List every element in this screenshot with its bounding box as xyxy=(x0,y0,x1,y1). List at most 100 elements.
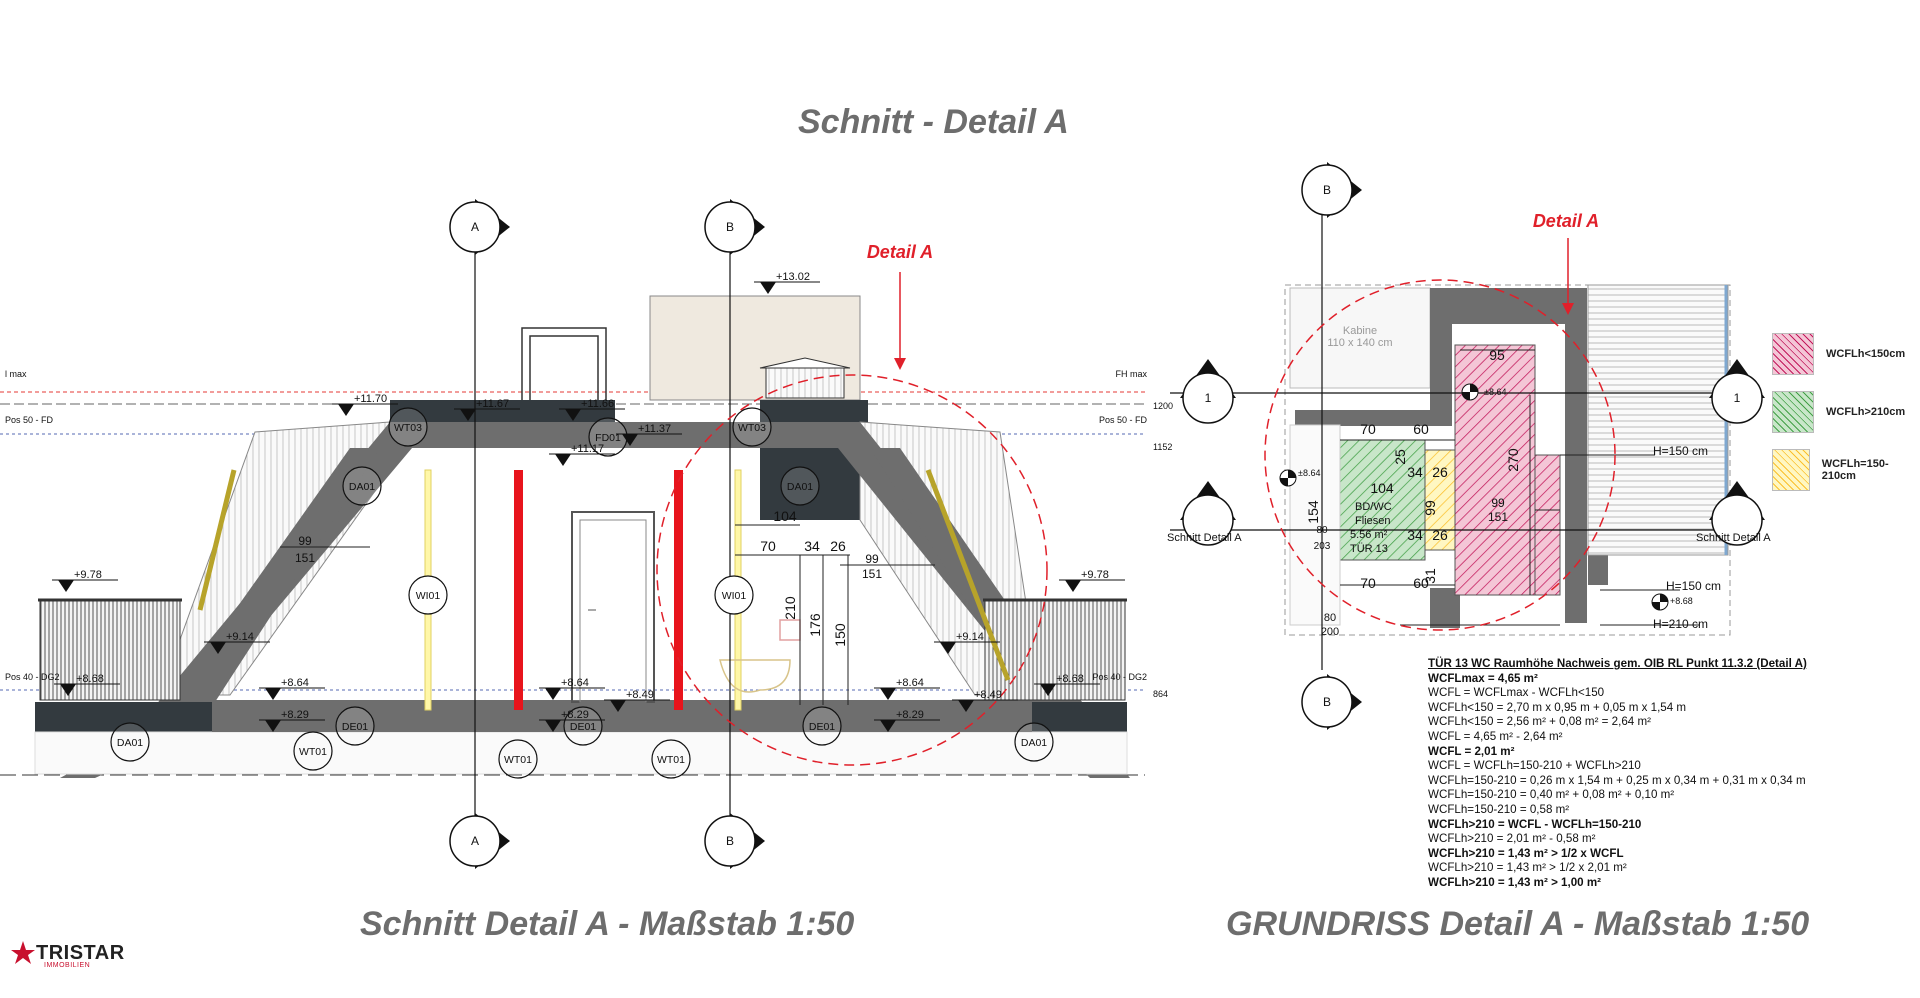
drawing-label: 154 xyxy=(1305,500,1321,524)
drawing-label: 25 xyxy=(1392,449,1408,465)
plan-drawing xyxy=(1170,175,1755,670)
drawing-label: ±8.64 xyxy=(1298,468,1320,478)
calc-line: WCFLh>210 = 1,43 m² > 1,00 m² xyxy=(1428,875,1602,889)
drawing-label: 26 xyxy=(830,538,846,554)
drawing-label: l max xyxy=(5,369,27,379)
axis-marker: B xyxy=(1301,162,1362,218)
element-tag: DA01 xyxy=(342,466,382,506)
level-label: +9.78 xyxy=(1081,569,1109,581)
drawing-label: 70 xyxy=(1360,421,1376,437)
legend-label: WCFLh=150-210cm xyxy=(1821,458,1889,482)
element-tag-label: DA01 xyxy=(787,481,813,493)
drawing-label: H=150 cm xyxy=(1666,579,1721,593)
level-label: +8.64 xyxy=(561,677,589,689)
drawing-label: 31 xyxy=(1422,568,1438,584)
star-icon xyxy=(11,941,35,964)
drawing-label: 151 xyxy=(295,551,315,565)
level-marker-plan xyxy=(1279,383,1669,611)
element-tag-label: DA01 xyxy=(349,481,375,493)
drawing-label: Kabine xyxy=(1343,325,1377,337)
calc-line: WCFL = 2,01 m² xyxy=(1428,744,1515,758)
plan-title: GRUNDRISS Detail A - Maßstab 1:50 xyxy=(1226,905,1810,943)
element-tag-label: DE01 xyxy=(342,721,368,733)
axis-marker-label: 1 xyxy=(1734,391,1741,405)
logo-subtitle: IMMOBILIEN xyxy=(44,962,91,969)
wall-red-2 xyxy=(674,470,683,710)
drawing-label: 70 xyxy=(1360,575,1376,591)
skylight-right xyxy=(925,469,1011,681)
axis-marker: B xyxy=(704,813,765,869)
element-tag: DE01 xyxy=(802,706,842,746)
axis-marker-label: 1 xyxy=(1205,391,1212,405)
level-marker: +8.64 xyxy=(259,677,325,700)
section-drawing xyxy=(0,225,1145,845)
drawing-label: Pos 40 - DG2 xyxy=(1092,672,1147,682)
level-marker: +11.37 xyxy=(616,423,682,446)
calc-line: WCFLh>210 = 1,43 m² > 1/2 x WCFL xyxy=(1428,846,1624,860)
door xyxy=(571,511,655,703)
drawing-label: 176 xyxy=(807,613,823,637)
level-marker: +11.17 xyxy=(549,443,615,466)
axis-marker: 1 xyxy=(1180,359,1236,424)
calc-line: WCFLh<150 = 2,70 m x 0,95 m + 0,05 m x 1… xyxy=(1428,700,1687,714)
drawing-label: 99 xyxy=(1491,496,1505,510)
element-tag: DE01 xyxy=(335,706,375,746)
calc-line: WCFLmax = 4,65 m² xyxy=(1428,671,1538,685)
element-tag-label: WT01 xyxy=(504,754,532,766)
section-title: Schnitt Detail A - Maßstab 1:50 xyxy=(360,905,855,943)
axis-marker xyxy=(1180,481,1236,546)
drawing-label: 151 xyxy=(862,567,882,581)
level-label: +8.49 xyxy=(974,689,1002,701)
legend-label: WCFLh>210cm xyxy=(1826,406,1906,418)
drawing-label: 99 xyxy=(865,552,879,566)
plan-dimensions xyxy=(1340,349,1700,626)
axis-marker: B xyxy=(704,199,765,255)
drawing-label: 99 xyxy=(298,534,312,548)
legend-item-below-150: WCFLh<150cm xyxy=(1772,325,1912,383)
drawing-label: 26 xyxy=(1432,464,1448,480)
calc-line: WCFLh<150 = 2,56 m² + 0,08 m² = 2,64 m² xyxy=(1428,715,1651,729)
element-tag: WT03 xyxy=(388,407,428,447)
element-tag: WT01 xyxy=(498,739,538,779)
level-marker: +8.68 xyxy=(1034,673,1100,696)
toilet xyxy=(719,619,801,693)
level-marker: +9.14 xyxy=(204,631,270,654)
axis-marker xyxy=(1709,481,1765,546)
element-tag: WT03 xyxy=(732,407,772,447)
section-dimensions xyxy=(280,524,935,705)
drawing-label: 34 xyxy=(1407,464,1423,480)
level-marker: +8.29 xyxy=(539,709,605,732)
area-h-below-150 xyxy=(1454,344,1536,596)
level-label: +8.49 xyxy=(626,689,654,701)
level-marker: +11.70 xyxy=(332,393,398,416)
level-label: +11.17 xyxy=(571,443,604,455)
element-tag: WI01 xyxy=(714,575,754,615)
drawing-label: 34 xyxy=(1407,527,1423,543)
axis-marker-label: A xyxy=(471,220,479,234)
level-label: +9.14 xyxy=(226,631,254,643)
drawing-label: Pos 50 - FD xyxy=(5,415,54,425)
plan-walls xyxy=(1295,288,1608,628)
axis-marker: A xyxy=(449,813,510,869)
calc-line: WCFLh>210 = 2,01 m² - 0,58 m² xyxy=(1428,832,1596,846)
drawing-label: 80 xyxy=(1316,525,1328,536)
level-marker: +9.78 xyxy=(52,569,118,592)
level-label: +8.64 xyxy=(896,677,924,689)
element-tag: DA01 xyxy=(1014,722,1054,762)
drawing-label: 60 xyxy=(1413,575,1429,591)
level-marker: +8.68 xyxy=(54,673,120,696)
drawing-label: 270 xyxy=(1505,448,1521,472)
element-tag-label: DA01 xyxy=(117,737,143,749)
element-tag: FD01 xyxy=(588,417,628,457)
element-tag: DE01 xyxy=(563,706,603,746)
floor-slab-grey xyxy=(212,702,1032,732)
level-marker: +9.78 xyxy=(1059,569,1125,592)
element-tag-label: FD01 xyxy=(595,432,621,444)
logo-name: TRISTAR xyxy=(36,941,125,964)
drawing-label: +8.68 xyxy=(1670,596,1693,606)
calc-line: WCFLh=150-210 = 0,40 m² + 0,08 m² + 0,10… xyxy=(1428,788,1675,802)
axis-marker-label: B xyxy=(1323,183,1331,197)
